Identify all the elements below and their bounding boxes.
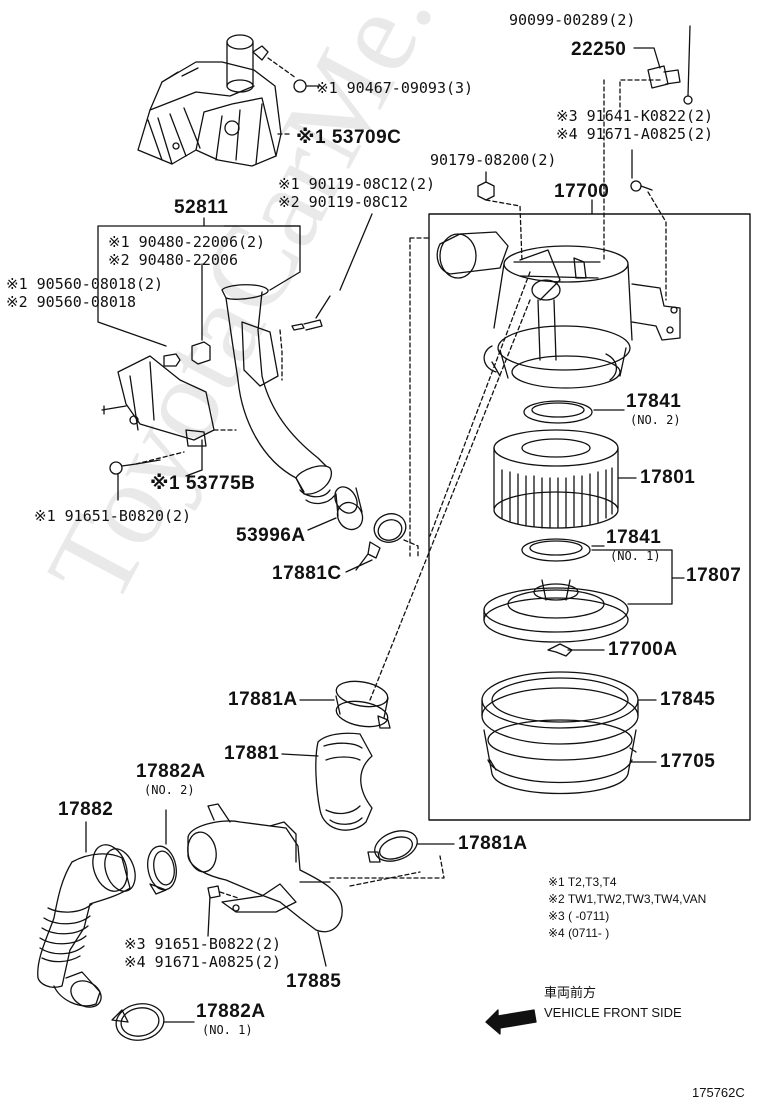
label-17700a: 17700A	[608, 639, 678, 660]
screw-90467	[294, 80, 320, 92]
label-17881a-bot: 17881A	[458, 833, 528, 854]
hose-17881	[316, 733, 372, 830]
label-17841-no2: 17841	[626, 391, 682, 412]
bolt-90119	[292, 296, 330, 330]
leader-22250	[634, 48, 660, 68]
bracket-53775b	[102, 356, 236, 476]
clamp-17881a-bot	[368, 825, 421, 866]
leader-53996a	[308, 518, 336, 530]
nut-90560	[164, 354, 180, 366]
label-91671-a0825: ※4 91671-A0825(2)	[556, 125, 714, 143]
sleeve-53996a	[330, 483, 367, 534]
nut-90480	[192, 264, 210, 364]
legend-line-2: ※2 TW1,TW2,TW3,TW4,VAN	[548, 892, 707, 906]
label-90099-00289: 90099-00289(2)	[509, 11, 636, 29]
elbow-17885	[185, 804, 342, 932]
direction-label-jp: 車両前方	[544, 985, 597, 1000]
label-17807: 17807	[686, 565, 742, 586]
label-52811: 52811	[174, 197, 229, 218]
bolt-91641	[631, 150, 666, 300]
leader-52811	[98, 218, 300, 346]
label-91651-b0820: ※1 91651-B0820(2)	[34, 507, 192, 525]
label-91651-b0822: ※3 91651-B0822(2)	[124, 935, 282, 953]
base-plate-17807	[484, 580, 628, 642]
label-17801: 17801	[640, 467, 696, 488]
dash-lower	[330, 856, 444, 886]
label-90560-08018-a: ※1 90560-08018(2)	[6, 275, 164, 293]
duct-52811	[222, 226, 334, 503]
clamp-17881c	[356, 509, 418, 570]
screw-91651	[110, 460, 160, 474]
label-90179-08200: 90179-08200(2)	[430, 151, 557, 169]
leader-91651b	[220, 892, 238, 898]
legend-line-4: ※4 (0711- )	[548, 926, 610, 940]
air-cleaner-cap	[437, 232, 680, 388]
clamp-17882a-no2	[144, 844, 179, 894]
label-17882a-no1: 17882A	[196, 1001, 266, 1022]
direction-label-en: VEHICLE FRONT SIDE	[544, 1005, 682, 1020]
arrow-icon	[486, 1010, 536, 1034]
label-22250: 22250	[571, 39, 627, 60]
label-91641-k0822: ※3 91641-K0822(2)	[556, 107, 714, 125]
label-17845: 17845	[660, 689, 716, 710]
dash-90119	[280, 330, 282, 380]
label-90480-22006-a: ※1 90480-22006(2)	[108, 233, 266, 251]
label-90560-08018-b: ※2 90560-08018	[6, 293, 136, 311]
label-53775b: ※1 53775B	[150, 473, 256, 494]
leader-17881c	[346, 560, 372, 572]
label-53996a: 53996A	[236, 525, 306, 546]
nut-90179	[478, 172, 522, 262]
label-17841-no1: 17841	[606, 527, 662, 548]
legend-line-3: ※3 ( -0711)	[548, 909, 610, 923]
label-90119-08c12-a: ※1 90119-08C12(2)	[278, 175, 436, 193]
guide-lines	[370, 80, 604, 700]
gasket-17841-no1	[522, 539, 590, 561]
label-53709c: ※1 53709C	[296, 127, 402, 148]
label-90480-22006-b: ※2 90480-22006	[108, 251, 238, 269]
label-17841-no2-sub: (NO. 2)	[630, 413, 681, 427]
case-17705	[484, 720, 636, 794]
hose-17882	[38, 840, 141, 1012]
screw-91651b	[208, 886, 220, 936]
leader-17881	[282, 754, 318, 756]
leader-90119	[340, 214, 372, 290]
gasket-17841-no2	[524, 401, 592, 423]
label-17885: 17885	[286, 971, 342, 992]
intake-cover-53709c	[138, 35, 281, 166]
label-90119-08c12-b: ※2 90119-08C12	[278, 193, 408, 211]
leader-17885	[318, 932, 326, 966]
label-90467-09093: ※1 90467-09093(3)	[316, 79, 474, 97]
figure-id: 175762C	[692, 1085, 745, 1100]
dash-91651	[136, 452, 184, 464]
clip-17700a	[548, 644, 604, 656]
label-17882a-no2: 17882A	[136, 761, 206, 782]
label-17705: 17705	[660, 751, 716, 772]
leader-90467	[268, 58, 296, 134]
ring-17845	[482, 672, 638, 744]
clamp-17881a-top	[334, 678, 390, 731]
label-17881a-top: 17881A	[228, 689, 298, 710]
clamp-17882a-no1	[112, 1000, 167, 1044]
label-17882a-no1-sub: (NO. 1)	[202, 1023, 253, 1037]
label-17882: 17882	[58, 799, 114, 820]
label-91671-a0825-b: ※4 91671-A0825(2)	[124, 953, 282, 971]
legend-line-1: ※1 T2,T3,T4	[548, 875, 617, 889]
label-17700: 17700	[554, 181, 610, 202]
sensor-22250	[620, 26, 692, 112]
assembly-frame-17700	[429, 214, 750, 820]
bracket-17807	[610, 550, 684, 604]
label-17881: 17881	[224, 743, 280, 764]
label-17881c: 17881C	[272, 563, 342, 584]
label-17841-no1-sub: (NO. 1)	[610, 549, 661, 563]
label-17882a-no2-sub: (NO. 2)	[144, 783, 195, 797]
filter-element-17801	[494, 430, 618, 528]
